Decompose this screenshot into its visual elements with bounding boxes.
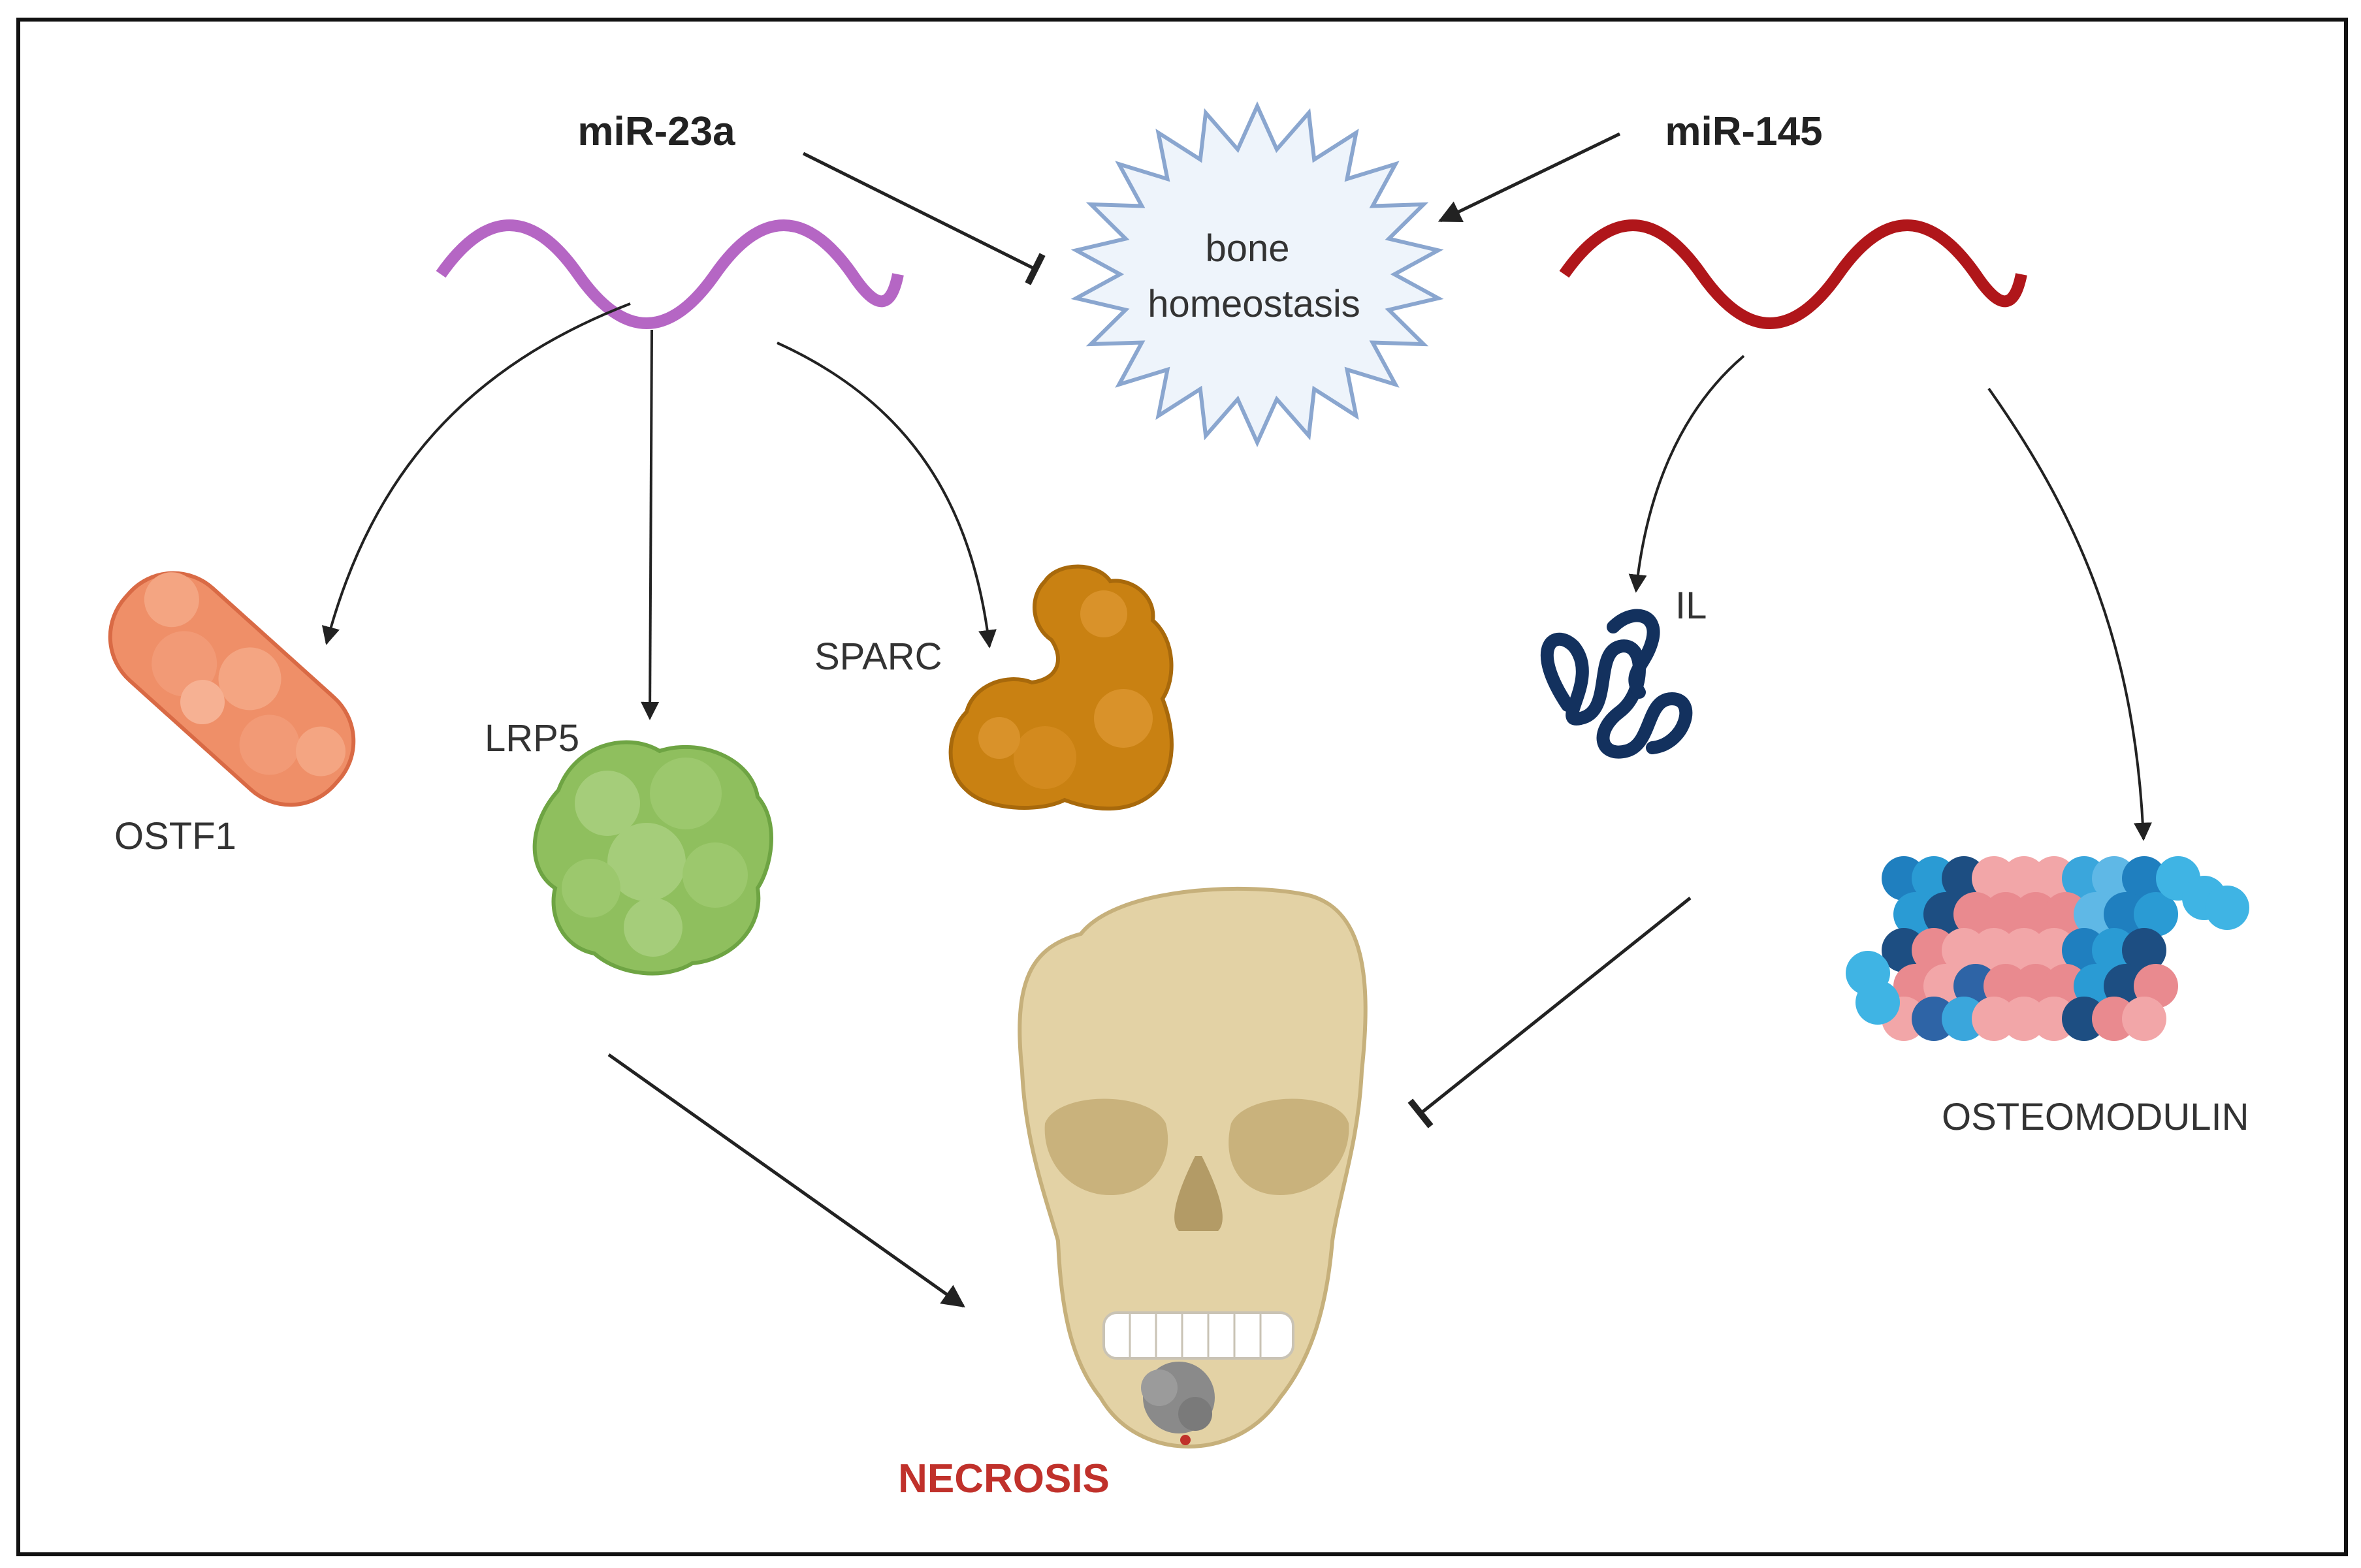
osteomodulin-label: OSTEOMODULIN <box>1942 1096 2249 1138</box>
arrow-mir145-homeostasis <box>1437 132 1621 223</box>
osteomodulin-protein <box>1846 856 2249 1041</box>
arrow-to-sparc <box>777 342 997 648</box>
sparc-protein <box>948 564 1174 811</box>
arrow-to-ostf1 <box>321 302 631 645</box>
necrotic-lesion <box>1141 1362 1215 1445</box>
bone-homeostasis-burst: bone homeostasis <box>1070 101 1444 447</box>
center-label-line1: bone <box>1205 227 1289 270</box>
mir145-strand <box>1559 219 2027 329</box>
skull-right-orbit <box>1229 1098 1349 1195</box>
necrosis-label: NECROSIS <box>898 1456 1110 1501</box>
skull-teeth <box>1102 1311 1294 1360</box>
arrow-lrp5-necrosis <box>607 1053 965 1308</box>
inhibit-mir23a-homeostasis <box>802 152 1046 285</box>
center-label-line2: homeostasis <box>1148 283 1360 325</box>
mir23a-strand <box>436 219 904 329</box>
lrp5-label: LRP5 <box>485 717 579 760</box>
mir23a-label: miR-23a <box>577 109 735 154</box>
osteomodulin-bead <box>2122 856 2166 901</box>
lrp5-protein <box>532 740 773 976</box>
skull-illustration <box>1018 886 1368 1449</box>
inhibit-il-necrosis <box>1407 897 1692 1128</box>
il-protein <box>1540 609 1693 759</box>
osteomodulin-bead <box>2205 886 2249 930</box>
osteomodulin-bead <box>2134 892 2178 936</box>
osteomodulin-bead <box>2122 928 2166 972</box>
arrow-to-lrp5 <box>641 329 660 720</box>
osteomodulin-bead <box>2122 997 2166 1041</box>
skull-nasal-cavity <box>1174 1156 1223 1231</box>
arrow-to-osteomodulin <box>1987 387 2152 841</box>
ostf1-protein <box>108 571 356 807</box>
mir145-label: miR-145 <box>1665 109 1822 154</box>
osteomodulin-bead <box>1855 980 1900 1025</box>
sparc-label: SPARC <box>814 635 942 678</box>
arrow-to-il <box>1628 355 1745 593</box>
ostf1-label: OSTF1 <box>114 815 236 857</box>
il-label: IL <box>1675 584 1707 627</box>
skull-left-orbit <box>1044 1098 1168 1195</box>
